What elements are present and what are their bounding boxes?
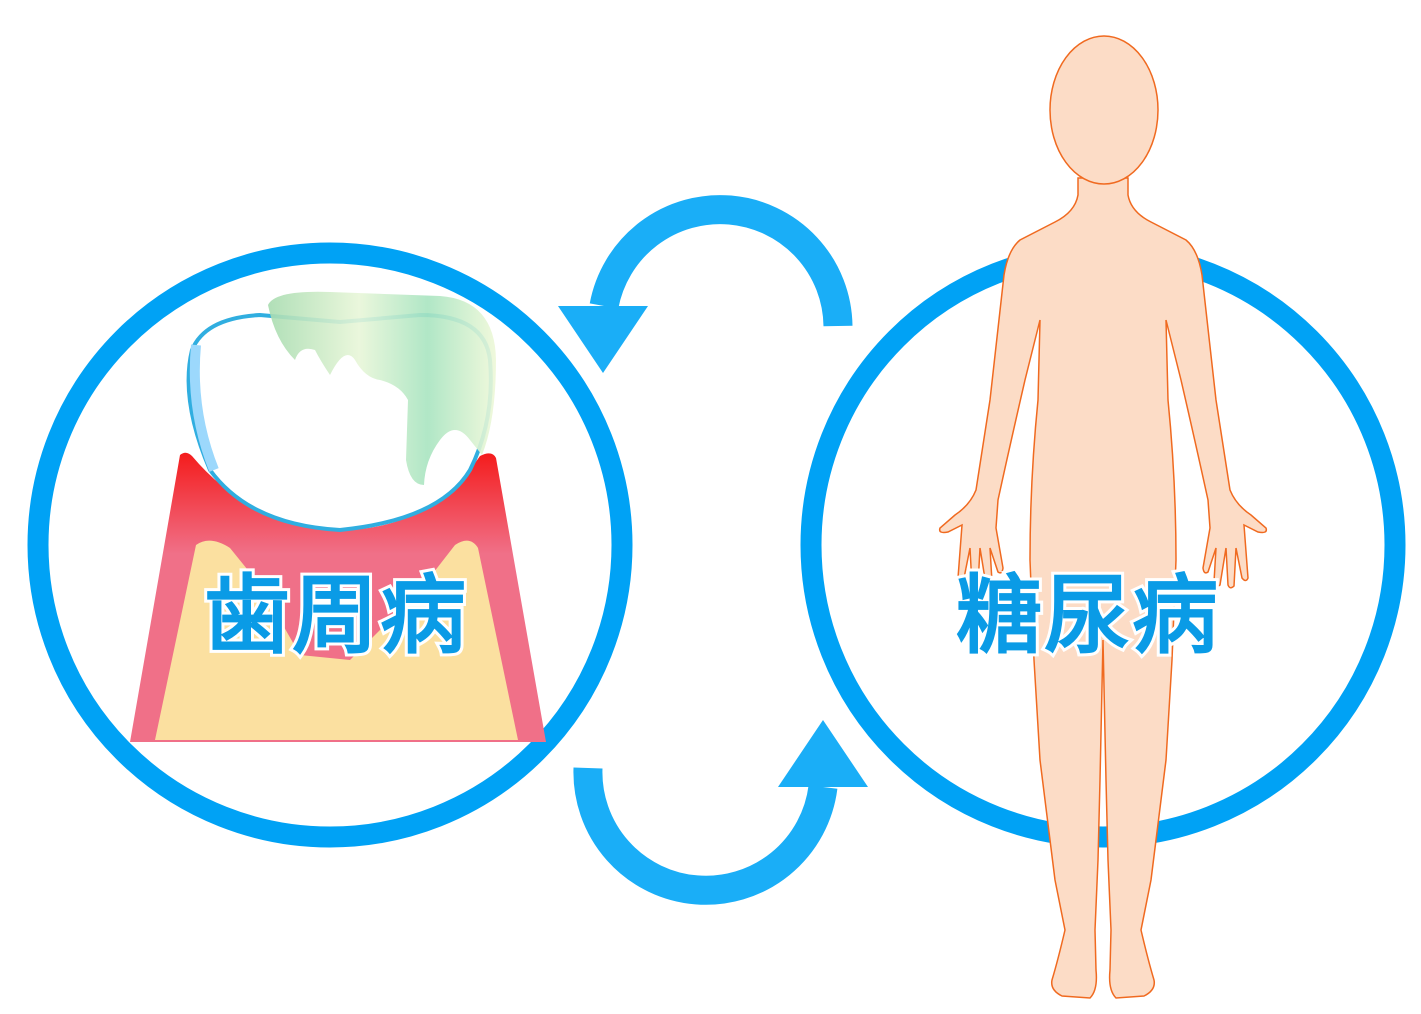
periodontal-disease-label: 歯周病: [204, 566, 468, 666]
diabetes-label: 糖尿病: [956, 566, 1220, 666]
cycle-arrow-bottom-icon: [573, 720, 868, 905]
left-circle: [27, 242, 633, 848]
tooth-with-plaque-icon: [130, 291, 546, 742]
cycle-arrow-top-icon: [558, 195, 853, 373]
human-body-icon: [938, 35, 1268, 999]
